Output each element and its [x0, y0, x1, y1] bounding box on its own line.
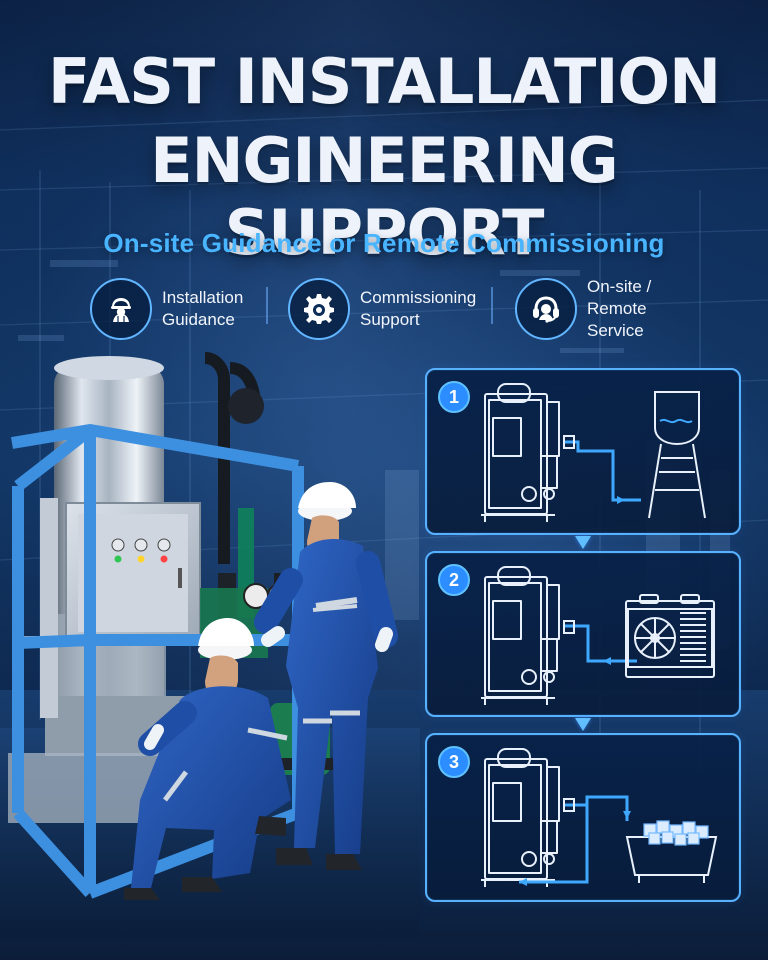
service-label-line-1: On-site / [587, 277, 652, 296]
step-panel-3: 3 [425, 733, 741, 902]
gear-icon [288, 278, 350, 340]
service-label-line-2: Support [360, 310, 420, 329]
page-subtitle: On-site Guidance or Remote Commissioning [103, 228, 665, 258]
kneeling-engineer [124, 618, 291, 900]
step-3-diagram [481, 748, 718, 887]
service-label-line-2: Guidance [162, 310, 235, 329]
step-number-3: 3 [438, 746, 470, 778]
step-1-diagram [481, 383, 706, 522]
standing-engineer [254, 482, 398, 870]
step-number-1: 1 [438, 381, 470, 413]
step-number-2: 2 [438, 564, 470, 596]
step-panel-1: 1 [425, 368, 741, 535]
services-row: Installation Guidance Commissioning Supp… [90, 274, 710, 344]
service-label-line-2: Remote Service [587, 299, 647, 340]
step-panel-2: 2 [425, 551, 741, 717]
step-arrow-2 [575, 718, 591, 731]
service-commissioning-support: Commissioning Support [288, 274, 480, 344]
page-title-line-1: FAST INSTALLATION [48, 45, 721, 118]
headset-icon [515, 278, 577, 340]
service-divider-1 [266, 287, 268, 324]
service-label-installation: Installation Guidance [162, 287, 282, 331]
service-onsite-remote: On-site / Remote Service [515, 274, 707, 344]
service-label-line-1: Commissioning [360, 288, 477, 307]
worker-helmet-icon [90, 278, 152, 340]
service-divider-2 [491, 287, 493, 324]
service-label-remote: On-site / Remote Service [587, 276, 707, 342]
step-arrow-1 [575, 536, 591, 549]
service-label-commissioning: Commissioning Support [360, 287, 480, 331]
blue-frame [11, 424, 304, 899]
step-2-diagram [481, 566, 715, 705]
service-label-line-1: Installation [162, 288, 244, 307]
service-installation-guidance: Installation Guidance [90, 274, 282, 344]
page-title-line-2: ENGINEERING SUPPORT [150, 124, 618, 269]
installation-scene-illustration [0, 352, 420, 938]
